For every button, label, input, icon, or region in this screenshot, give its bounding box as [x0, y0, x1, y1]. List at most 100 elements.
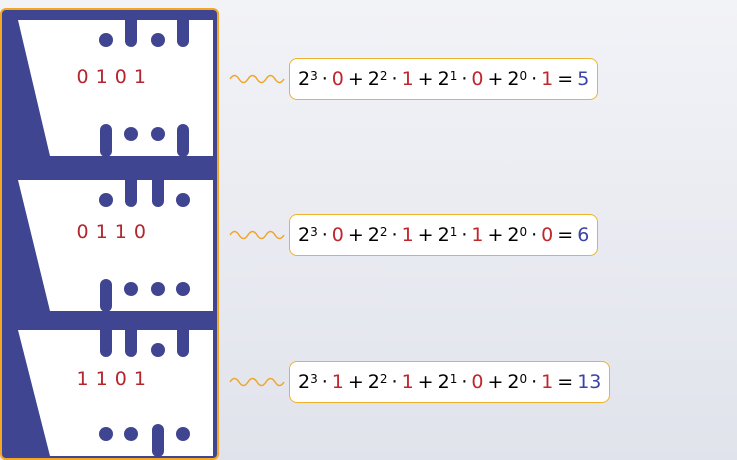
wave-connector-1 [229, 74, 285, 84]
card-3-top-slot-1 [100, 324, 112, 357]
equals-sign: = [557, 371, 574, 393]
term-bit: 0 [471, 68, 484, 90]
dot-operator: · [321, 68, 328, 90]
dot-operator: · [461, 224, 468, 246]
plus-sign: + [347, 371, 364, 393]
term-bit: 1 [401, 371, 414, 393]
term-exponent: 3 [310, 372, 318, 386]
card-3-top-hole-3 [151, 343, 165, 357]
term-base: 2 [298, 68, 311, 90]
punch-card-strip: 0 1 0 1 0 1 1 0 1 1 0 1 [0, 8, 219, 460]
term-bit: 0 [471, 371, 484, 393]
term-bit: 1 [401, 68, 414, 90]
term-bit: 0 [541, 224, 554, 246]
term-exponent: 1 [449, 69, 458, 83]
dot-operator: · [461, 68, 468, 90]
term-base: 2 [298, 371, 311, 393]
term-exponent: 2 [379, 69, 388, 83]
term-bit: 0 [331, 68, 344, 90]
bit-digit: 1 [114, 221, 128, 243]
term-base: 2 [298, 224, 311, 246]
equals-sign: = [557, 224, 574, 246]
bit-digit: 1 [76, 368, 90, 390]
term-bit: 0 [331, 224, 344, 246]
term-bit: 1 [541, 371, 554, 393]
card-2-top-slot-2 [125, 174, 137, 207]
term-base: 2 [367, 371, 380, 393]
bit-digit: 0 [76, 221, 90, 243]
dot-operator: · [321, 224, 328, 246]
card-2-bits: 0 1 1 0 [2, 221, 217, 243]
term-bit: 1 [331, 371, 344, 393]
term-base: 2 [507, 68, 520, 90]
plus-sign: + [417, 224, 434, 246]
wave-connector-3 [229, 377, 285, 387]
term-base: 2 [367, 68, 380, 90]
card-1-bottom-hole-2 [124, 127, 138, 141]
bit-digit: 0 [114, 368, 128, 390]
decimal-result: 13 [577, 371, 602, 393]
card-1-top-hole-3 [151, 33, 165, 47]
plus-sign: + [487, 68, 504, 90]
dot-operator: · [461, 371, 468, 393]
term-exponent: 2 [379, 225, 388, 239]
bit-digit: 0 [133, 221, 147, 243]
plus-sign: + [417, 371, 434, 393]
plus-sign: + [487, 371, 504, 393]
card-2-bottom-slot-1 [100, 279, 112, 312]
card-3-bottom-slot-3 [152, 424, 164, 457]
wave-connector-2 [229, 230, 285, 240]
dot-operator: · [391, 68, 398, 90]
card-1-top-slot-2 [125, 14, 137, 47]
plus-sign: + [417, 68, 434, 90]
term-base: 2 [367, 224, 380, 246]
punch-card-graphic [18, 14, 213, 457]
term-exponent: 2 [379, 372, 388, 386]
term-base: 2 [437, 224, 450, 246]
term-exponent: 3 [310, 225, 318, 239]
dot-operator: · [391, 224, 398, 246]
plus-sign: + [347, 68, 364, 90]
bit-digit: 1 [95, 66, 109, 88]
card-1-bottom-slot-1 [100, 124, 112, 157]
card-2-top-slot-3 [152, 174, 164, 207]
term-bit: 1 [541, 68, 554, 90]
punch-card-2 [18, 180, 213, 311]
punch-card-1 [18, 20, 213, 156]
card-2-bottom-hole-3 [151, 282, 165, 296]
card-2-bottom-hole-2 [124, 282, 138, 296]
dot-operator: · [531, 68, 538, 90]
card-2-top-hole-4 [176, 193, 190, 207]
card-2-top-hole-1 [99, 193, 113, 207]
bit-digit: 1 [133, 368, 147, 390]
term-exponent: 0 [519, 69, 528, 83]
plus-sign: + [487, 224, 504, 246]
bit-digit: 1 [95, 368, 109, 390]
term-exponent: 3 [310, 69, 318, 83]
card-2-bottom-hole-4 [176, 282, 190, 296]
card-3-bits: 1 1 0 1 [2, 368, 217, 390]
bit-digit: 1 [95, 221, 109, 243]
card-1-top-hole-1 [99, 33, 113, 47]
equals-sign: = [557, 68, 574, 90]
term-base: 2 [437, 371, 450, 393]
term-exponent: 1 [449, 372, 458, 386]
card-3-bottom-hole-1 [99, 427, 113, 441]
card-3-bottom-hole-4 [176, 427, 190, 441]
term-base: 2 [437, 68, 450, 90]
card-1-top-slot-4 [177, 14, 189, 47]
bit-digit: 0 [114, 66, 128, 88]
card-3-bottom-hole-2 [124, 427, 138, 441]
card-3-top-slot-4 [177, 324, 189, 357]
card-1-bits: 0 1 0 1 [2, 66, 217, 88]
term-base: 2 [507, 371, 520, 393]
punch-card-3 [18, 330, 213, 456]
term-bit: 1 [401, 224, 414, 246]
plus-sign: + [347, 224, 364, 246]
decimal-result: 6 [577, 224, 590, 246]
bit-digit: 0 [76, 66, 90, 88]
card-3-top-slot-2 [125, 324, 137, 357]
